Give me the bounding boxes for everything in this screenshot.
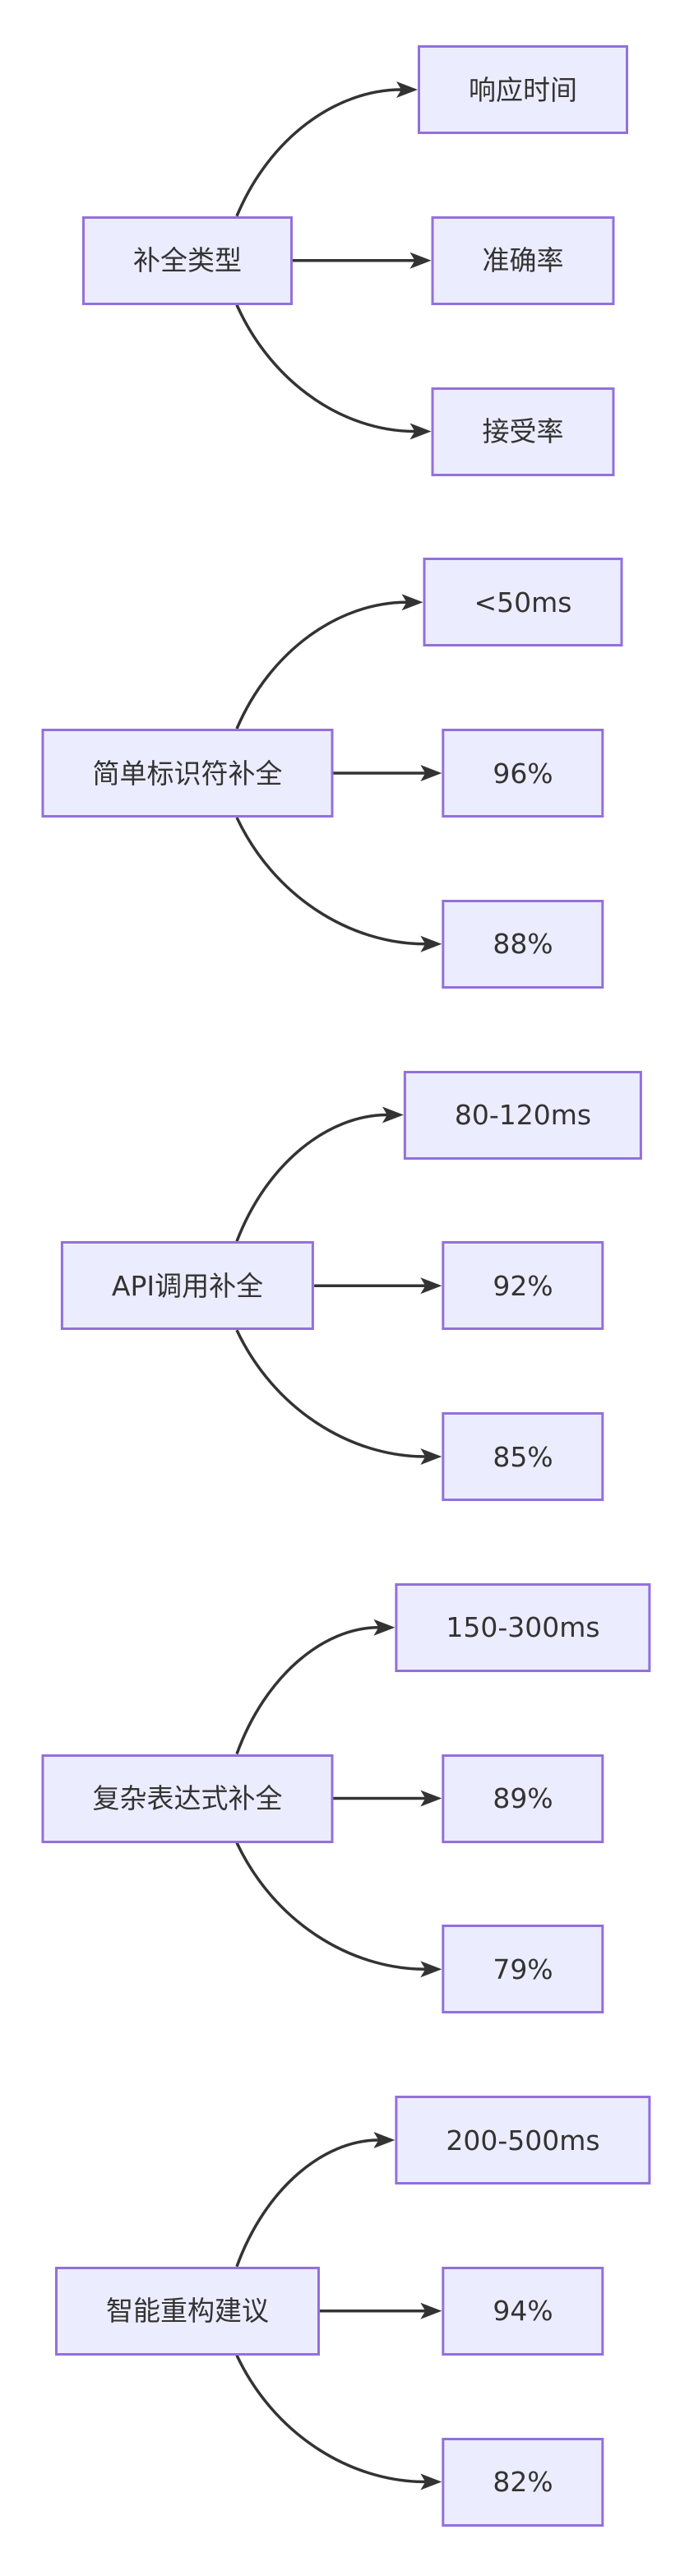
- arrowhead-icon: [420, 2302, 442, 2319]
- arrowhead-icon: [373, 1619, 396, 1636]
- target-node: 88%: [442, 899, 604, 989]
- target-node: 200-500ms: [395, 2096, 651, 2185]
- source-node: 复杂表达式补全: [41, 1754, 334, 1843]
- arrowhead-icon: [420, 935, 442, 952]
- arrowhead-icon: [420, 1790, 442, 1807]
- edge-line: [235, 600, 407, 730]
- arrowhead-icon: [396, 81, 418, 98]
- edge-line: [235, 1329, 426, 1458]
- arrowhead-icon: [420, 1448, 442, 1465]
- target-node: 94%: [442, 2266, 604, 2356]
- target-node: 80-120ms: [403, 1070, 643, 1160]
- target-node: 准确率: [431, 215, 615, 305]
- edge-group: [235, 1619, 442, 1978]
- target-node: 响应时间: [418, 45, 628, 134]
- arrowhead-icon: [401, 594, 423, 611]
- source-node: 简单标识符补全: [41, 729, 334, 818]
- edge-group: [235, 1106, 442, 1465]
- edge-group: [235, 2132, 442, 2490]
- arrowhead-icon: [373, 2132, 396, 2148]
- edge-line: [235, 1626, 379, 1755]
- target-node: 79%: [442, 1925, 604, 2014]
- arrowhead-icon: [420, 1961, 442, 1978]
- edge-line: [235, 304, 415, 433]
- arrowhead-icon: [382, 1106, 404, 1124]
- target-node: 89%: [442, 1754, 604, 1843]
- target-node: 接受率: [431, 387, 615, 476]
- target-node: 85%: [442, 1412, 604, 1501]
- edge-line: [235, 1842, 426, 1971]
- target-node: 96%: [442, 729, 604, 818]
- edge-line: [235, 1113, 387, 1242]
- edge-group: [235, 594, 442, 952]
- arrowhead-icon: [409, 252, 432, 269]
- edge-line: [235, 88, 402, 217]
- arrowhead-icon: [420, 1277, 442, 1295]
- arrowhead-icon: [420, 2473, 442, 2490]
- arrowhead-icon: [420, 765, 442, 781]
- source-node: API调用补全: [60, 1241, 315, 1331]
- edge-line: [235, 2355, 426, 2484]
- source-node: 智能重构建议: [55, 2266, 320, 2356]
- target-node: <50ms: [423, 558, 623, 647]
- edge-line: [235, 817, 426, 946]
- target-node: 150-300ms: [395, 1582, 651, 1672]
- target-node: 82%: [442, 2437, 604, 2527]
- edge-group: [235, 81, 432, 440]
- target-node: 92%: [442, 1241, 604, 1331]
- arrowhead-icon: [409, 423, 432, 440]
- source-node: 补全类型: [82, 215, 293, 305]
- edge-line: [235, 2138, 379, 2268]
